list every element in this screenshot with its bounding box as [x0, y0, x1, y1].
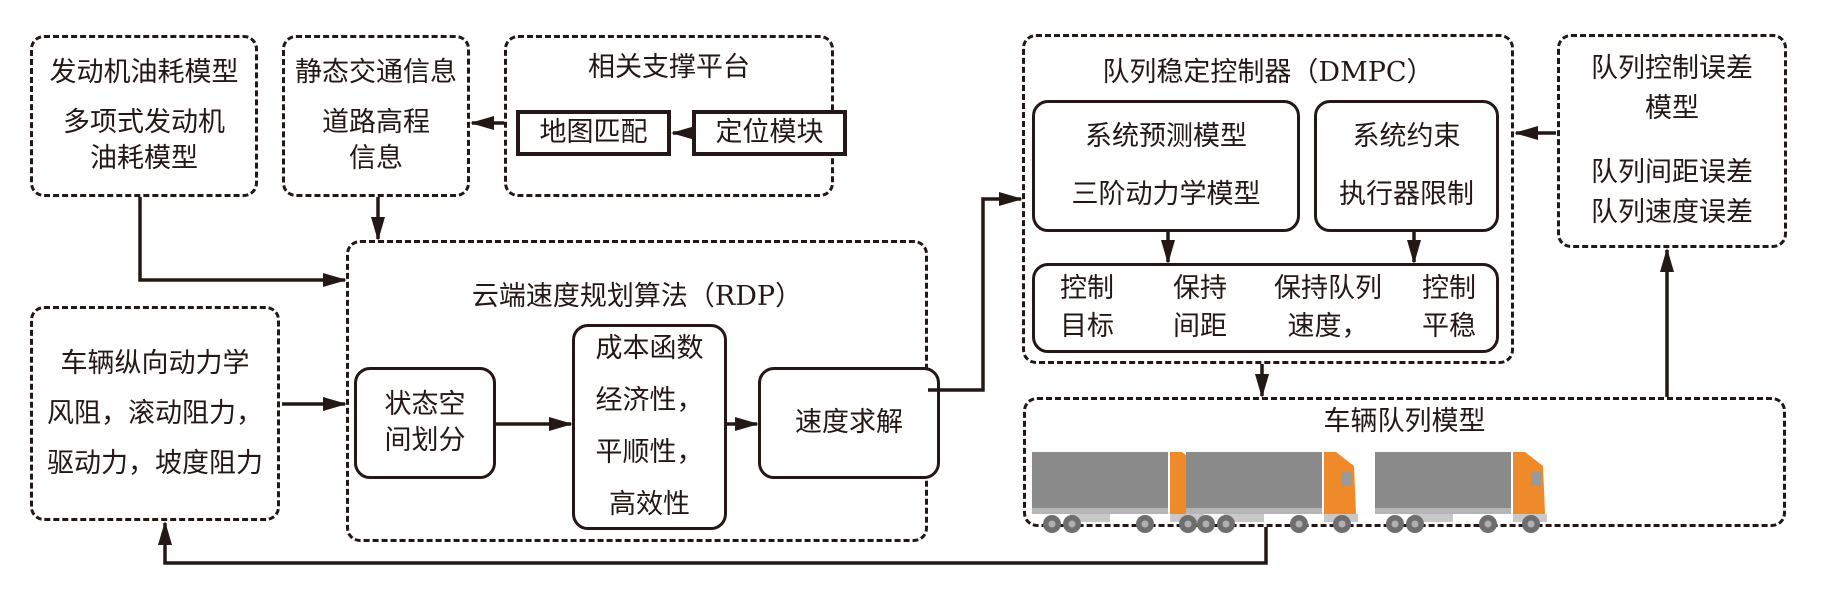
vehicle-dynamics-box: 车辆纵向动力学 风阻，滚动阻力， 驱动力，坡度阻力	[30, 306, 280, 521]
control-goal-3: 保持队列 速度，	[1274, 270, 1382, 346]
cost-function-line2: 经济性，	[595, 385, 704, 416]
positioning-module-box: 定位模块	[692, 110, 847, 156]
cost-function-line4: 高效性	[609, 489, 690, 520]
error-model-title2: 模型	[1645, 93, 1699, 124]
vehicle-dynamics-title: 车辆纵向动力学	[60, 347, 250, 379]
control-goal-2: 保持 间距	[1173, 270, 1227, 346]
support-platform-box: 相关支撑平台	[504, 35, 834, 197]
static-traffic-info-line2: 信息	[349, 143, 403, 174]
engine-fuel-model-box: 发动机油耗模型 多项式发动机 油耗模型	[30, 35, 258, 197]
truck-cab	[1513, 452, 1545, 514]
error-model-line2: 队列速度误差	[1591, 197, 1753, 228]
speed-solve-label: 速度求解	[795, 407, 903, 438]
truck-icon-1	[1032, 452, 1204, 533]
control-goal-1: 控制 目标	[1060, 270, 1114, 346]
truck-cargo	[1375, 452, 1511, 514]
static-traffic-info-box: 静态交通信息 道路高程 信息	[282, 35, 470, 197]
error-model-box: 队列控制误差 模型 队列间距误差 队列速度误差	[1557, 34, 1787, 248]
static-traffic-info-title: 静态交通信息	[295, 57, 457, 88]
control-goal-4-line2: 平稳	[1422, 311, 1476, 342]
state-space-box: 状态空 间划分	[354, 367, 496, 479]
truck-cargo	[1186, 452, 1322, 514]
truck-cargo	[1032, 452, 1168, 514]
control-goals-box	[1032, 263, 1499, 353]
prediction-model-line1: 三阶动力学模型	[1071, 179, 1261, 210]
cost-function-line1: 成本函数	[595, 333, 704, 364]
prediction-model-title: 系统预测模型	[1085, 121, 1247, 152]
positioning-module-label: 定位模块	[715, 117, 824, 148]
engine-fuel-model-title: 发动机油耗模型	[49, 57, 239, 88]
support-platform-title: 相关支撑平台	[588, 52, 750, 83]
constraints-box: 系统约束 执行器限制	[1314, 100, 1499, 232]
prediction-model-box: 系统预测模型 三阶动力学模型	[1032, 100, 1300, 232]
state-space-line2: 间划分	[384, 425, 466, 456]
speed-solve-box: 速度求解	[758, 367, 940, 479]
vehicle-dynamics-line1: 风阻，滚动阻力，	[47, 397, 263, 429]
rdp-title: 云端速度规划算法（RDP）	[471, 281, 803, 312]
truck-icon-2	[1186, 452, 1358, 533]
map-matching-box: 地图匹配	[516, 110, 671, 156]
state-space-line1: 状态空	[384, 389, 466, 420]
dmpc-box: 队列稳定控制器（DMPC）	[1022, 34, 1514, 364]
control-goal-2-line2: 间距	[1173, 311, 1227, 342]
platoon-model-title: 车辆队列模型	[1323, 406, 1486, 437]
engine-fuel-model-line1: 多项式发动机	[63, 107, 225, 138]
platoon-model-box: 车辆队列模型	[1023, 397, 1786, 527]
error-model-line1: 队列间距误差	[1591, 157, 1753, 188]
control-goal-1-line2: 目标	[1060, 311, 1114, 342]
control-goal-2-line1: 保持	[1173, 273, 1227, 304]
vehicle-dynamics-line2: 驱动力，坡度阻力	[47, 447, 263, 479]
map-matching-label: 地图匹配	[539, 117, 648, 148]
engine-fuel-model-line2: 油耗模型	[90, 143, 198, 174]
control-goal-4-line1: 控制	[1422, 273, 1476, 304]
truck-icon-n	[1375, 452, 1547, 533]
control-goal-3-line2: 速度，	[1287, 311, 1369, 342]
cost-function-line3: 平顺性，	[595, 437, 704, 468]
static-traffic-info-line1: 道路高程	[322, 107, 430, 138]
control-goal-3-line1: 保持队列	[1274, 273, 1382, 304]
dmpc-title: 队列稳定控制器（DMPC）	[1102, 57, 1434, 88]
control-goal-1-line1: 控制	[1060, 273, 1114, 304]
truck-cab	[1324, 452, 1356, 514]
constraints-title: 系统约束	[1352, 121, 1461, 152]
error-model-title1: 队列控制误差	[1591, 53, 1753, 84]
arrow-fuel-to-rdp	[138, 197, 347, 287]
arrow-rdp-to-dmpc	[928, 192, 1023, 392]
cost-function-box: 成本函数 经济性， 平顺性， 高效性	[572, 324, 727, 530]
constraints-line1: 执行器限制	[1339, 179, 1474, 210]
control-goal-4: 控制 平稳	[1422, 270, 1476, 346]
